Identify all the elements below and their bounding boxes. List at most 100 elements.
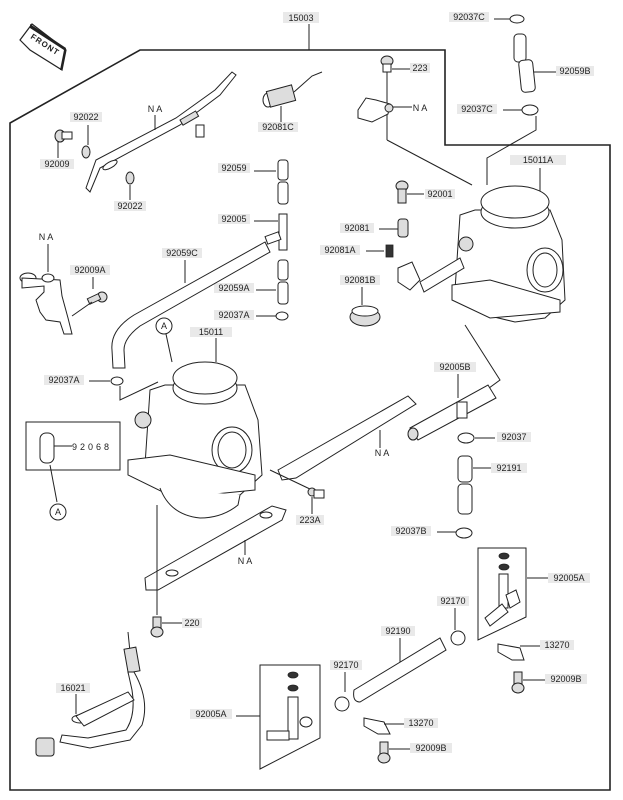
callout-92009B-right[interactable]: 92009B: [523, 674, 587, 684]
carburetor-15011A: [397, 185, 566, 323]
svg-text:92037: 92037: [501, 432, 526, 442]
svg-text:92081: 92081: [344, 223, 369, 233]
mounting-plate-bottom: [144, 505, 287, 591]
svg-text:92170: 92170: [333, 660, 358, 670]
callout-92005A-right[interactable]: 92005A: [527, 573, 590, 583]
carburetor-15011: [127, 361, 263, 519]
callout-92009[interactable]: 92009: [40, 142, 74, 169]
callout-92059A[interactable]: 92059A: [214, 283, 276, 293]
svg-text:92037C: 92037C: [453, 12, 485, 22]
callout-92059[interactable]: 92059: [218, 163, 276, 173]
clamp-92037: [457, 432, 475, 444]
svg-text:92059: 92059: [221, 163, 246, 173]
joint-92005B: [407, 384, 497, 441]
svg-text:92009B: 92009B: [550, 674, 581, 684]
callout-na-mid[interactable]: N A: [375, 430, 390, 458]
screw-92009: [54, 129, 73, 143]
hose-92059C: [111, 241, 271, 369]
svg-text:A: A: [55, 507, 61, 517]
svg-text:92037A: 92037A: [48, 375, 79, 385]
callout-220[interactable]: 220: [162, 618, 202, 628]
choke-bracket: [19, 272, 73, 335]
callout-na-bottom[interactable]: N A: [238, 540, 253, 566]
bracket-13270-right: [497, 643, 525, 661]
svg-text:223: 223: [412, 63, 427, 73]
clamp-92037C-mid: [521, 104, 539, 116]
callout-92022-bottom[interactable]: 92022: [114, 185, 146, 211]
callout-92001[interactable]: 92001: [407, 189, 455, 199]
spring-92081B: [349, 305, 381, 327]
callout-92005[interactable]: 92005: [218, 214, 278, 224]
svg-text:92081C: 92081C: [262, 122, 294, 132]
callout-92081A[interactable]: 92081A: [320, 245, 384, 255]
callout-92037B[interactable]: 92037B: [391, 526, 456, 536]
svg-text:15011A: 15011A: [523, 155, 553, 165]
callout-a-top[interactable]: A: [155, 317, 173, 363]
svg-text:223A: 223A: [299, 515, 320, 525]
callout-223A[interactable]: 223A: [296, 497, 324, 525]
svg-text:N A: N A: [375, 448, 390, 458]
throttle-bracket: [85, 71, 237, 193]
callout-15011[interactable]: 15011: [190, 327, 232, 362]
svg-text:92005A: 92005A: [553, 573, 584, 583]
callout-15003[interactable]: 15003: [283, 12, 319, 50]
callout-15011A[interactable]: 15011A: [510, 155, 566, 192]
callout-92191[interactable]: 92191: [473, 463, 527, 473]
hose-92059B: [513, 33, 536, 93]
callout-92037C-mid[interactable]: 92037C: [457, 104, 522, 114]
joint-92005A-left: [266, 671, 313, 741]
callout-na-right[interactable]: N A: [393, 103, 427, 113]
joint-92005A-right-box: [477, 547, 527, 641]
svg-text:N A: N A: [413, 103, 428, 113]
svg-text:92009B: 92009B: [415, 743, 446, 753]
callout-92190[interactable]: 92190: [381, 626, 415, 662]
callout-na-left[interactable]: N A: [39, 232, 54, 272]
svg-text:92037A: 92037A: [218, 310, 249, 320]
clamp-92170-right: [450, 630, 466, 646]
spring-92081: [397, 218, 409, 238]
callout-92005A-left[interactable]: 92005A: [190, 709, 260, 719]
hose-92059: [277, 159, 289, 205]
callout-92009B-left[interactable]: 92009B: [389, 743, 452, 753]
callout-223[interactable]: 223: [392, 63, 430, 73]
callout-92068[interactable]: 92068: [54, 442, 112, 452]
clamp-92037A-top: [275, 311, 289, 321]
svg-text:92001: 92001: [427, 189, 452, 199]
callout-a-bottom[interactable]: A: [49, 503, 67, 521]
hose-92191: [457, 455, 473, 515]
washer-92022-bottom: [125, 171, 135, 185]
callout-16021[interactable]: 16021: [56, 683, 90, 714]
callout-92022-top[interactable]: 92022: [70, 112, 102, 145]
callout-92005B[interactable]: 92005B: [434, 362, 476, 398]
svg-text:15003: 15003: [288, 13, 313, 23]
throttle-stop-bracket: [357, 97, 394, 123]
svg-text:220: 220: [184, 618, 199, 628]
mounting-plate-mid: [277, 395, 417, 481]
svg-text:92005B: 92005B: [439, 362, 470, 372]
clamp-92037B: [455, 527, 473, 539]
callout-92037A-left[interactable]: 92037A: [44, 375, 110, 385]
callout-13270-right[interactable]: 13270: [520, 640, 574, 650]
callout-92081C[interactable]: 92081C: [258, 106, 298, 132]
svg-text:N A: N A: [148, 104, 163, 114]
svg-text:92037C: 92037C: [461, 104, 493, 114]
callout-92081B[interactable]: 92081B: [340, 275, 380, 305]
callout-92059C[interactable]: 92059C: [162, 248, 202, 283]
callout-13270-left[interactable]: 13270: [384, 718, 438, 728]
callout-92081[interactable]: 92081: [340, 223, 398, 233]
callout-92059B[interactable]: 92059B: [534, 66, 594, 76]
callout-92037[interactable]: 92037: [475, 432, 531, 442]
svg-text:92059C: 92059C: [166, 248, 198, 258]
callout-92009A[interactable]: 92009A: [70, 265, 110, 289]
svg-text:92005: 92005: [221, 214, 246, 224]
callout-92037A-top[interactable]: 92037A: [214, 310, 276, 320]
svg-text:92022: 92022: [73, 112, 98, 122]
callout-92170-right[interactable]: 92170: [437, 596, 469, 630]
cap-92068: [39, 432, 55, 464]
callout-na-top[interactable]: N A: [148, 104, 163, 130]
front-arrow-icon: FRONT: [19, 23, 67, 71]
callout-92037C-top[interactable]: 92037C: [449, 12, 510, 22]
callout-92170-left[interactable]: 92170: [330, 660, 362, 692]
svg-text:13270: 13270: [544, 640, 569, 650]
